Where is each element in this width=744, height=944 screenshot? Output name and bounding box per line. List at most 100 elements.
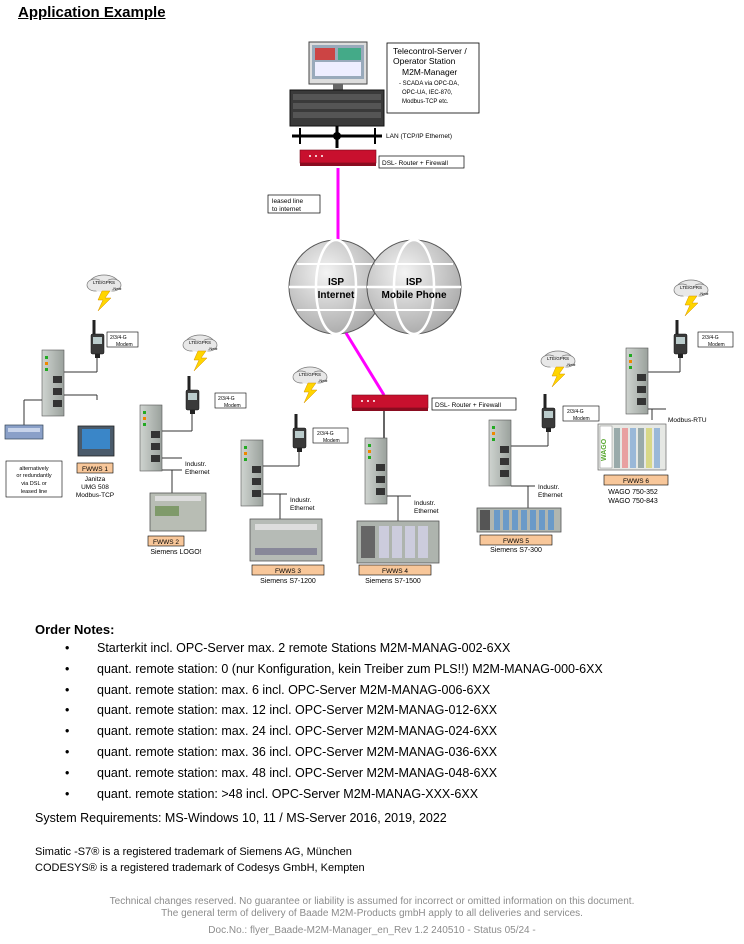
svg-text:Mobile Phone: Mobile Phone [382, 290, 447, 301]
order-note-text: quant. remote station: max. 36 incl. OPC… [97, 744, 498, 759]
svg-text:Modbus-TCP etc.: Modbus-TCP etc. [402, 99, 449, 105]
order-note-text: quant. remote station: max. 48 incl. OPC… [97, 765, 498, 780]
svg-text:LTE/GPRS: LTE/GPRS [189, 340, 211, 345]
application-diagram: Telecontrol-Server / Operator Station M2… [4, 41, 734, 585]
svg-text:FWWS 5: FWWS 5 [503, 538, 529, 545]
svg-text:Modem: Modem [573, 416, 590, 422]
order-note-text: quant. remote station: max. 12 incl. OPC… [97, 703, 498, 718]
svg-text:Industr.: Industr. [290, 497, 312, 504]
dsl-router-station4: DSL- Router + Firewall [351, 394, 517, 438]
svg-text:FWWS 3: FWWS 3 [275, 568, 301, 575]
trademark-siemens: Simatic -S7® is a registered trademark o… [35, 846, 352, 858]
order-note-item: • quant. remote station: max. 24 incl. OP… [35, 721, 603, 742]
svg-text:Siemens S7-1500: Siemens S7-1500 [365, 578, 421, 585]
footer-doc-number: Doc.No.: flyer_Baade-M2M-Manager_en_Rev … [208, 925, 536, 936]
order-notes-list: • Starterkit incl. OPC-Server max. 2 remo… [35, 638, 603, 804]
order-notes-heading: Order Notes: [35, 622, 115, 637]
station-1: LTE/GPRS -Netz 2/3/4-G Modem alternative… [4, 274, 139, 499]
page-title: Application Example [18, 4, 166, 21]
station-5: LTE/GPRS -Netz 2/3/4-G Modem Industr. Et… [476, 350, 600, 554]
svg-text:WAGO 750-352: WAGO 750-352 [608, 489, 658, 496]
order-note-item: • Starterkit incl. OPC-Server max. 2 remo… [35, 638, 603, 659]
order-note-text: quant. remote station: max. 24 incl. OPC… [97, 724, 498, 739]
order-note-item: •quant. remote station: max. 48 incl. OP… [35, 763, 603, 784]
order-note-text: quant. remote station: 0 (nur Konfigurat… [97, 661, 603, 676]
svg-text:-Netz: -Netz [699, 291, 709, 296]
svg-text:LTE/GPRS: LTE/GPRS [680, 285, 702, 290]
station-4: Industr. Ethernet FWWS 4 Siemens S7-1500 [356, 437, 440, 585]
svg-text:Ethernet: Ethernet [414, 508, 439, 515]
svg-text:Industr.: Industr. [414, 500, 436, 507]
order-note-text: quant. remote station: >48 incl. OPC-Ser… [97, 786, 479, 801]
server-description-box: Telecontrol-Server / Operator Station M2… [386, 42, 480, 114]
svg-text:Industr.: Industr. [185, 461, 207, 468]
bullet-icon: • [65, 641, 70, 655]
svg-text:Internet: Internet [318, 290, 355, 301]
svg-text:Ethernet: Ethernet [290, 505, 315, 512]
svg-text:Ethernet: Ethernet [538, 492, 563, 499]
order-note-item: • quant. remote station: max. 12 incl. OP… [35, 700, 603, 721]
internet-link [344, 332, 386, 396]
svg-text:-Netz: -Netz [208, 346, 218, 351]
svg-text:Modem: Modem [708, 342, 725, 348]
svg-text:UMG 508: UMG 508 [81, 484, 109, 491]
svg-text:Modem: Modem [323, 438, 340, 444]
svg-text:2/3/4-G: 2/3/4-G [567, 409, 584, 415]
svg-text:ISP: ISP [328, 277, 344, 288]
lan-label: LAN (TCP/IP Ethernet) [386, 133, 452, 140]
svg-text:- SCADA via OPC-DA,: - SCADA via OPC-DA, [399, 81, 459, 87]
dsl-router-top: DSL- Router + Firewall [299, 149, 465, 169]
svg-text:Modbus-RTU: Modbus-RTU [668, 417, 707, 424]
order-note-item: •quant. remote station: 0 (nur Konfigura… [35, 659, 603, 680]
bullet-icon: • [65, 724, 70, 739]
footer-disclaimer: Technical changes reserved. No guarantee… [109, 896, 635, 907]
trademark-codesys: CODESYS® is a registered trademark of Co… [35, 862, 365, 874]
order-note-item: •quant. remote station: >48 incl. OPC-Se… [35, 784, 603, 805]
svg-text:Siemens S7-1200: Siemens S7-1200 [260, 578, 316, 585]
svg-text:2/3/4-G: 2/3/4-G [218, 396, 235, 402]
svg-text:2/3/4-G: 2/3/4-G [317, 431, 334, 437]
svg-text:-Netz: -Netz [318, 378, 328, 383]
order-note-item: •quant. remote station: max. 6 incl. OPC… [35, 680, 603, 701]
station-6: LTE/GPRS -Netz 2/3/4-G Modem Modbus-RTU … [597, 279, 734, 505]
svg-text:LTE/GPRS: LTE/GPRS [547, 356, 569, 361]
svg-text:leased line: leased line [272, 198, 303, 205]
svg-text:2/3/4-G: 2/3/4-G [110, 335, 127, 341]
svg-text:Modem: Modem [224, 403, 241, 409]
svg-text:LTE/GPRS: LTE/GPRS [93, 280, 115, 285]
server-station [289, 41, 385, 127]
svg-text:Operator Station: Operator Station [393, 56, 456, 66]
svg-text:WAGO 750-843: WAGO 750-843 [608, 498, 658, 505]
bullet-icon: • [65, 703, 70, 718]
footer-terms: The general term of delivery of Baade M2… [161, 908, 583, 919]
svg-text:Industr.: Industr. [538, 484, 560, 491]
wago-logo: WAGO [601, 438, 608, 461]
svg-text:M2M-Manager: M2M-Manager [402, 67, 457, 77]
svg-text:-Netz: -Netz [566, 362, 576, 367]
svg-text:Modem: Modem [116, 342, 133, 348]
system-requirements: System Requirements: MS-Windows 10, 11 /… [35, 811, 447, 825]
svg-text:FWWS 2: FWWS 2 [153, 539, 179, 546]
bullet-icon: • [65, 744, 70, 759]
svg-text:Janitza: Janitza [85, 476, 106, 483]
svg-text:or redundantly: or redundantly [16, 473, 51, 479]
station-2: LTE/GPRS -Netz 2/3/4-G Modem Industr. Et… [139, 334, 247, 556]
order-note-item: • quant. remote station: max. 36 incl. OP… [35, 742, 603, 763]
isp-mobile-globe: ISP Mobile Phone [366, 238, 462, 336]
svg-text:Siemens S7-300: Siemens S7-300 [490, 547, 542, 554]
svg-text:Siemens LOGO!: Siemens LOGO! [150, 549, 201, 556]
svg-text:FWWS 6: FWWS 6 [623, 478, 649, 485]
svg-text:2/3/4-G: 2/3/4-G [702, 335, 719, 341]
svg-text:leased line: leased line [21, 489, 47, 495]
lan-bus: LAN (TCP/IP Ethernet) [292, 126, 452, 148]
svg-text:DSL- Router + Firewall: DSL- Router + Firewall [435, 402, 501, 409]
station-3: LTE/GPRS -Netz 2/3/4-G Modem Industr. Et… [240, 366, 349, 585]
order-note-text: Starterkit incl. OPC-Server max. 2 remot… [97, 641, 511, 655]
svg-text:Modbus-TCP: Modbus-TCP [76, 492, 114, 499]
bullet-icon: • [65, 682, 70, 697]
svg-text:FWWS 4: FWWS 4 [382, 568, 408, 575]
svg-text:alternatively: alternatively [19, 466, 49, 472]
svg-text:Telecontrol-Server /: Telecontrol-Server / [393, 46, 467, 56]
leased-line-label: leased line to internet [267, 194, 321, 214]
svg-text:OPC-UA, IEC-870,: OPC-UA, IEC-870, [402, 90, 453, 96]
